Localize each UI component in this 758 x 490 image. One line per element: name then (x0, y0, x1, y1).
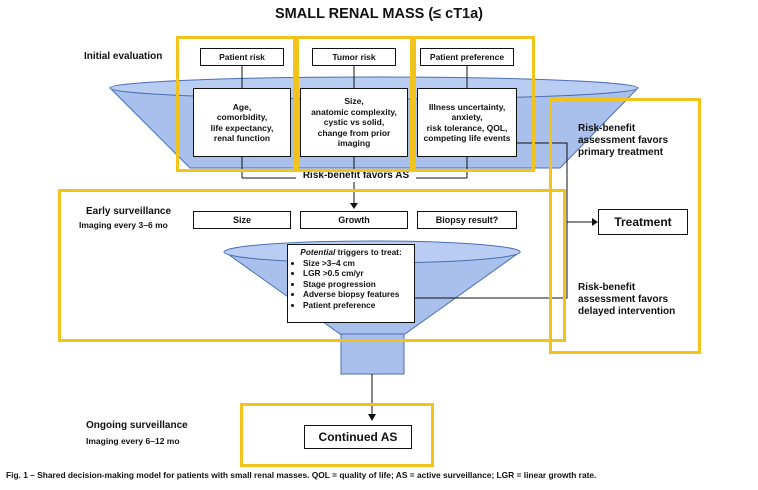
patient-preference-header: Patient preference (420, 48, 514, 66)
patient-preference-details: Illness uncertainty, anxiety, risk toler… (417, 88, 517, 157)
tumor-risk-details: Size, anatomic complexity, cystic vs sol… (300, 88, 408, 157)
tumor-risk-header: Tumor risk (312, 48, 396, 66)
early-surveillance-highlight (58, 189, 566, 342)
trigger-item: Stage progression (303, 279, 410, 290)
continued-as-box: Continued AS (304, 425, 412, 449)
treatment-highlight (549, 98, 701, 354)
patient-risk-details: Age, comorbidity, life expectancy, renal… (193, 88, 291, 157)
biopsy-result-box: Biopsy result? (417, 211, 517, 229)
trigger-item: Size >3–4 cm (303, 258, 410, 269)
tumor-risk-highlight (296, 36, 413, 172)
initial-evaluation-label: Initial evaluation (84, 51, 163, 62)
figure-caption: Fig. 1 – Shared decision-making model fo… (6, 470, 597, 480)
early-imaging-interval: Imaging every 3–6 mo (79, 220, 168, 230)
triggers-list: Size >3–4 cm LGR >0.5 cm/yr Stage progre… (292, 258, 410, 311)
favors-as-label: Risk-benefit favors AS (296, 170, 416, 182)
treatment-box: Treatment (598, 209, 688, 235)
patient-preference-highlight (413, 36, 535, 172)
ongoing-imaging-interval: Imaging every 6–12 mo (86, 436, 180, 446)
triggers-heading: Potential triggers to treat: (300, 247, 402, 257)
diagram-title: SMALL RENAL MASS (≤ cT1a) (274, 6, 484, 22)
ongoing-surveillance-label: Ongoing surveillance (86, 420, 188, 431)
growth-box: Growth (300, 211, 408, 229)
continued-as-highlight (240, 403, 434, 467)
primary-treatment-label: Risk-benefit assessment favors primary t… (578, 123, 669, 158)
trigger-item: LGR >0.5 cm/yr (303, 268, 410, 279)
patient-risk-header: Patient risk (200, 48, 284, 66)
trigger-item: Patient preference (303, 300, 410, 311)
patient-risk-highlight (176, 36, 296, 172)
delayed-intervention-label: Risk-benefit assessment favors delayed i… (578, 282, 676, 317)
early-surveillance-label: Early surveillance (86, 206, 172, 217)
trigger-item: Adverse biopsy features (303, 289, 410, 300)
size-box: Size (193, 211, 291, 229)
triggers-box: Potential triggers to treat: Size >3–4 c… (287, 244, 415, 323)
